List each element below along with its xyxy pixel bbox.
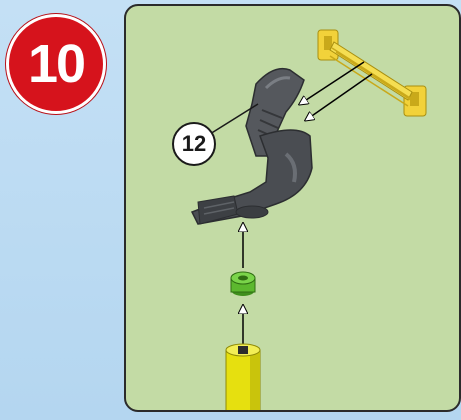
assembly-diagram: [126, 6, 459, 410]
yellow-connector-strip: [318, 30, 426, 116]
green-bushing: [231, 272, 255, 296]
part-callout-label: 12: [182, 131, 206, 157]
step-number: 10: [28, 33, 84, 95]
step-number-badge: 10: [6, 14, 106, 114]
assembly-panel: 12: [124, 4, 461, 412]
yellow-post: [226, 344, 260, 410]
part-callout: 12: [172, 122, 216, 166]
